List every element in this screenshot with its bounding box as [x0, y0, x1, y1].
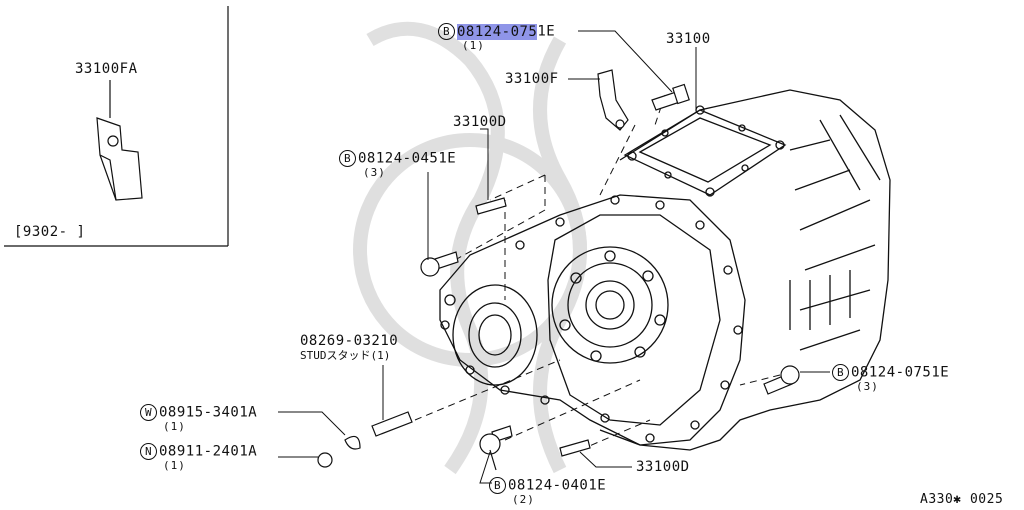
qty-nut: (1)	[163, 459, 186, 472]
callout-bracket[interactable]: 33100F	[505, 71, 559, 87]
part-number-suffix: 1E	[537, 23, 556, 40]
qty-bolt-top: (1)	[462, 39, 485, 52]
nut-symbol-icon: N	[140, 443, 157, 460]
washer-symbol-icon: W	[140, 404, 157, 421]
inset-box	[4, 6, 229, 247]
qty-washer: (1)	[163, 420, 186, 433]
bolt-symbol-icon: B	[832, 364, 849, 381]
stud-description: STUDスタッド(1)	[300, 349, 391, 362]
highlighted-part-number: 08124-075	[457, 23, 538, 40]
transfer-case-body	[439, 89, 891, 451]
part-number: 08124-0401E	[508, 477, 607, 494]
part-number: 08915-3401A	[159, 404, 258, 421]
callout-stud[interactable]: 08269-03210	[300, 333, 399, 349]
inset-date-range: [9302- ]	[14, 224, 86, 240]
callout-stud-upper[interactable]: 33100D	[453, 114, 507, 130]
qty-bolt-left: (3)	[363, 166, 386, 179]
qty-bolt-bottom: (2)	[512, 493, 535, 506]
fasteners	[317, 69, 800, 471]
bolt-symbol-icon: B	[438, 23, 455, 40]
callout-stud-lower[interactable]: 33100D	[636, 459, 690, 475]
bolt-symbol-icon: B	[339, 150, 356, 167]
inset-part-label: 33100FA	[75, 61, 138, 77]
leader-lines	[278, 30, 830, 484]
part-number: 08911-2401A	[159, 443, 258, 460]
figure-code: A330✱ 0025	[920, 492, 1004, 507]
part-number: 08124-0451E	[358, 150, 457, 167]
watermark-logo	[353, 21, 587, 475]
qty-bolt-right: (3)	[856, 380, 879, 393]
part-number: 08124-0751E	[851, 364, 950, 381]
bolt-symbol-icon: B	[489, 477, 506, 494]
assembly-dashed-lines	[414, 94, 781, 451]
callout-case[interactable]: 33100	[666, 31, 711, 47]
